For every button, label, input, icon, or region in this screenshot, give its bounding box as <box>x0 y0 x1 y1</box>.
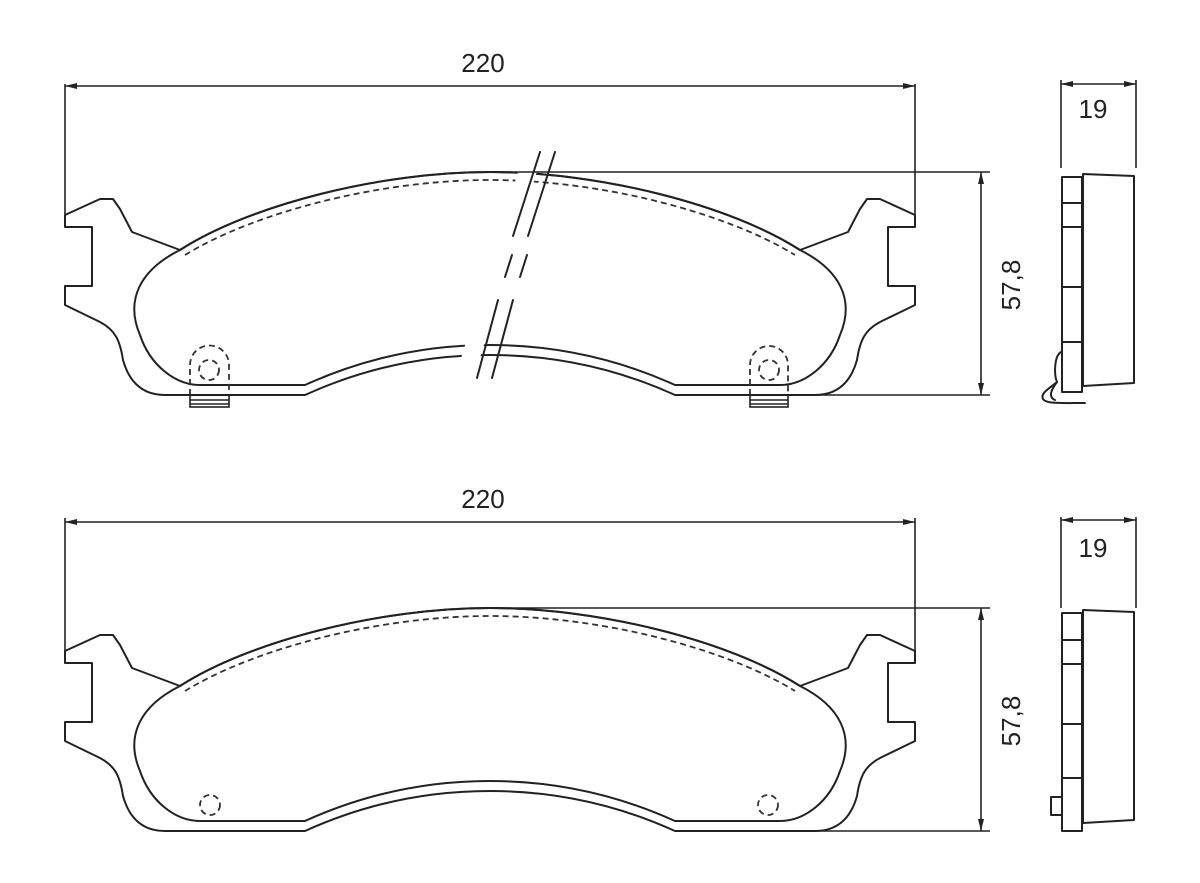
height-label: 57,8 <box>996 696 1026 747</box>
thickness-label: 19 <box>1079 533 1108 563</box>
sensor-pin-side <box>1050 796 1063 816</box>
width-label: 220 <box>461 48 504 78</box>
height-dimension: 57,8 <box>490 607 1026 832</box>
width-label: 220 <box>461 484 504 514</box>
height-label: 57,8 <box>996 260 1026 311</box>
break-marks <box>448 151 556 405</box>
sensor-hole-right <box>757 794 779 816</box>
wear-sensor-tab-right <box>749 345 789 408</box>
wear-clip-side <box>1041 351 1086 405</box>
width-dimension: 220 <box>64 48 916 215</box>
pad-side-view: 19 <box>1050 517 1137 832</box>
width-dimension: 220 <box>64 484 916 651</box>
sensor-hole-left <box>199 794 221 816</box>
pad-side-view: 19 <box>1041 80 1137 405</box>
top-drawing: 220 57,8 19 <box>64 48 1137 408</box>
pad-front-view <box>64 607 916 832</box>
height-dimension: 57,8 <box>490 171 1026 396</box>
wear-sensor-tab-left <box>189 344 230 408</box>
thickness-label: 19 <box>1079 94 1108 124</box>
bottom-drawing: 220 57,8 19 <box>64 484 1137 832</box>
pad-front-view <box>64 151 916 408</box>
